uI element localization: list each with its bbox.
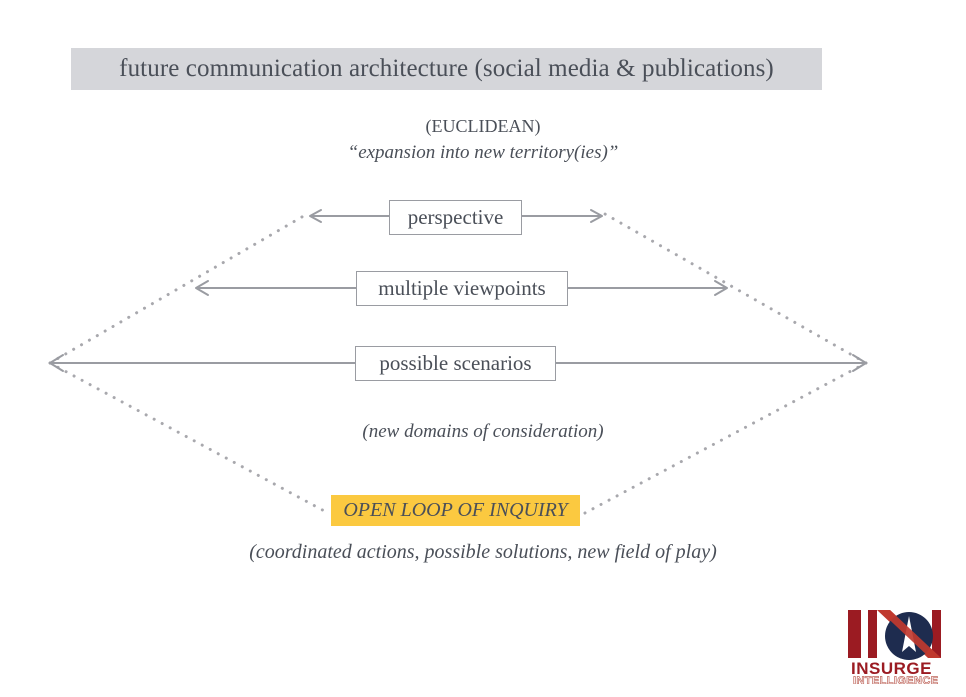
node-label-perspective: perspective <box>407 205 504 229</box>
arrow-head-perspective-right <box>590 209 603 223</box>
caption-new-domains: (new domains of consideration) <box>362 421 604 442</box>
arrow-head-viewpoints-right <box>714 280 728 296</box>
node-label-possible-scenarios: possible scenarios <box>379 351 532 375</box>
diamond-edge-upper-right <box>603 212 868 365</box>
arrow-head-perspective-left <box>309 209 322 223</box>
arrow-head-viewpoints-left <box>195 280 209 296</box>
node-box-perspective: perspective <box>389 200 522 235</box>
node-label-multiple-viewpoints: multiple viewpoints <box>378 276 546 300</box>
node-box-possible-scenarios: possible scenarios <box>355 346 556 381</box>
insurge-intelligence-logo: INSURGE INTELLIGENCE <box>848 610 941 684</box>
subtitle-expansion: “expansion into new territory(ies)” <box>347 142 619 163</box>
page-title: future communication architecture (socia… <box>119 55 774 82</box>
subtitle-block: (EUCLIDEAN) “expansion into new territor… <box>0 114 966 166</box>
arrow-head-scenarios-left <box>49 354 64 372</box>
logo-secondary-text: INTELLIGENCE <box>853 675 938 684</box>
caption-coordinated-actions: (coordinated actions, possible solutions… <box>249 541 717 563</box>
highlight-open-loop-of-inquiry: OPEN LOOP OF INQUIRY <box>331 495 580 526</box>
logo-letter-n-left-stem <box>868 610 877 658</box>
arrow-head-scenarios-right <box>852 354 867 372</box>
logo-slash-overlay <box>879 610 941 658</box>
logo-primary-text: INSURGE <box>851 659 932 678</box>
node-box-multiple-viewpoints: multiple viewpoints <box>356 271 568 306</box>
diamond-edge-upper-left <box>48 212 309 365</box>
logo-letter-i <box>848 610 861 658</box>
subtitle-euclidean: (EUCLIDEAN) <box>425 116 541 136</box>
slide-title-band: future communication architecture (socia… <box>71 48 822 90</box>
highlight-label: OPEN LOOP OF INQUIRY <box>343 499 568 521</box>
logo-letter-n-right-stem <box>932 610 941 658</box>
